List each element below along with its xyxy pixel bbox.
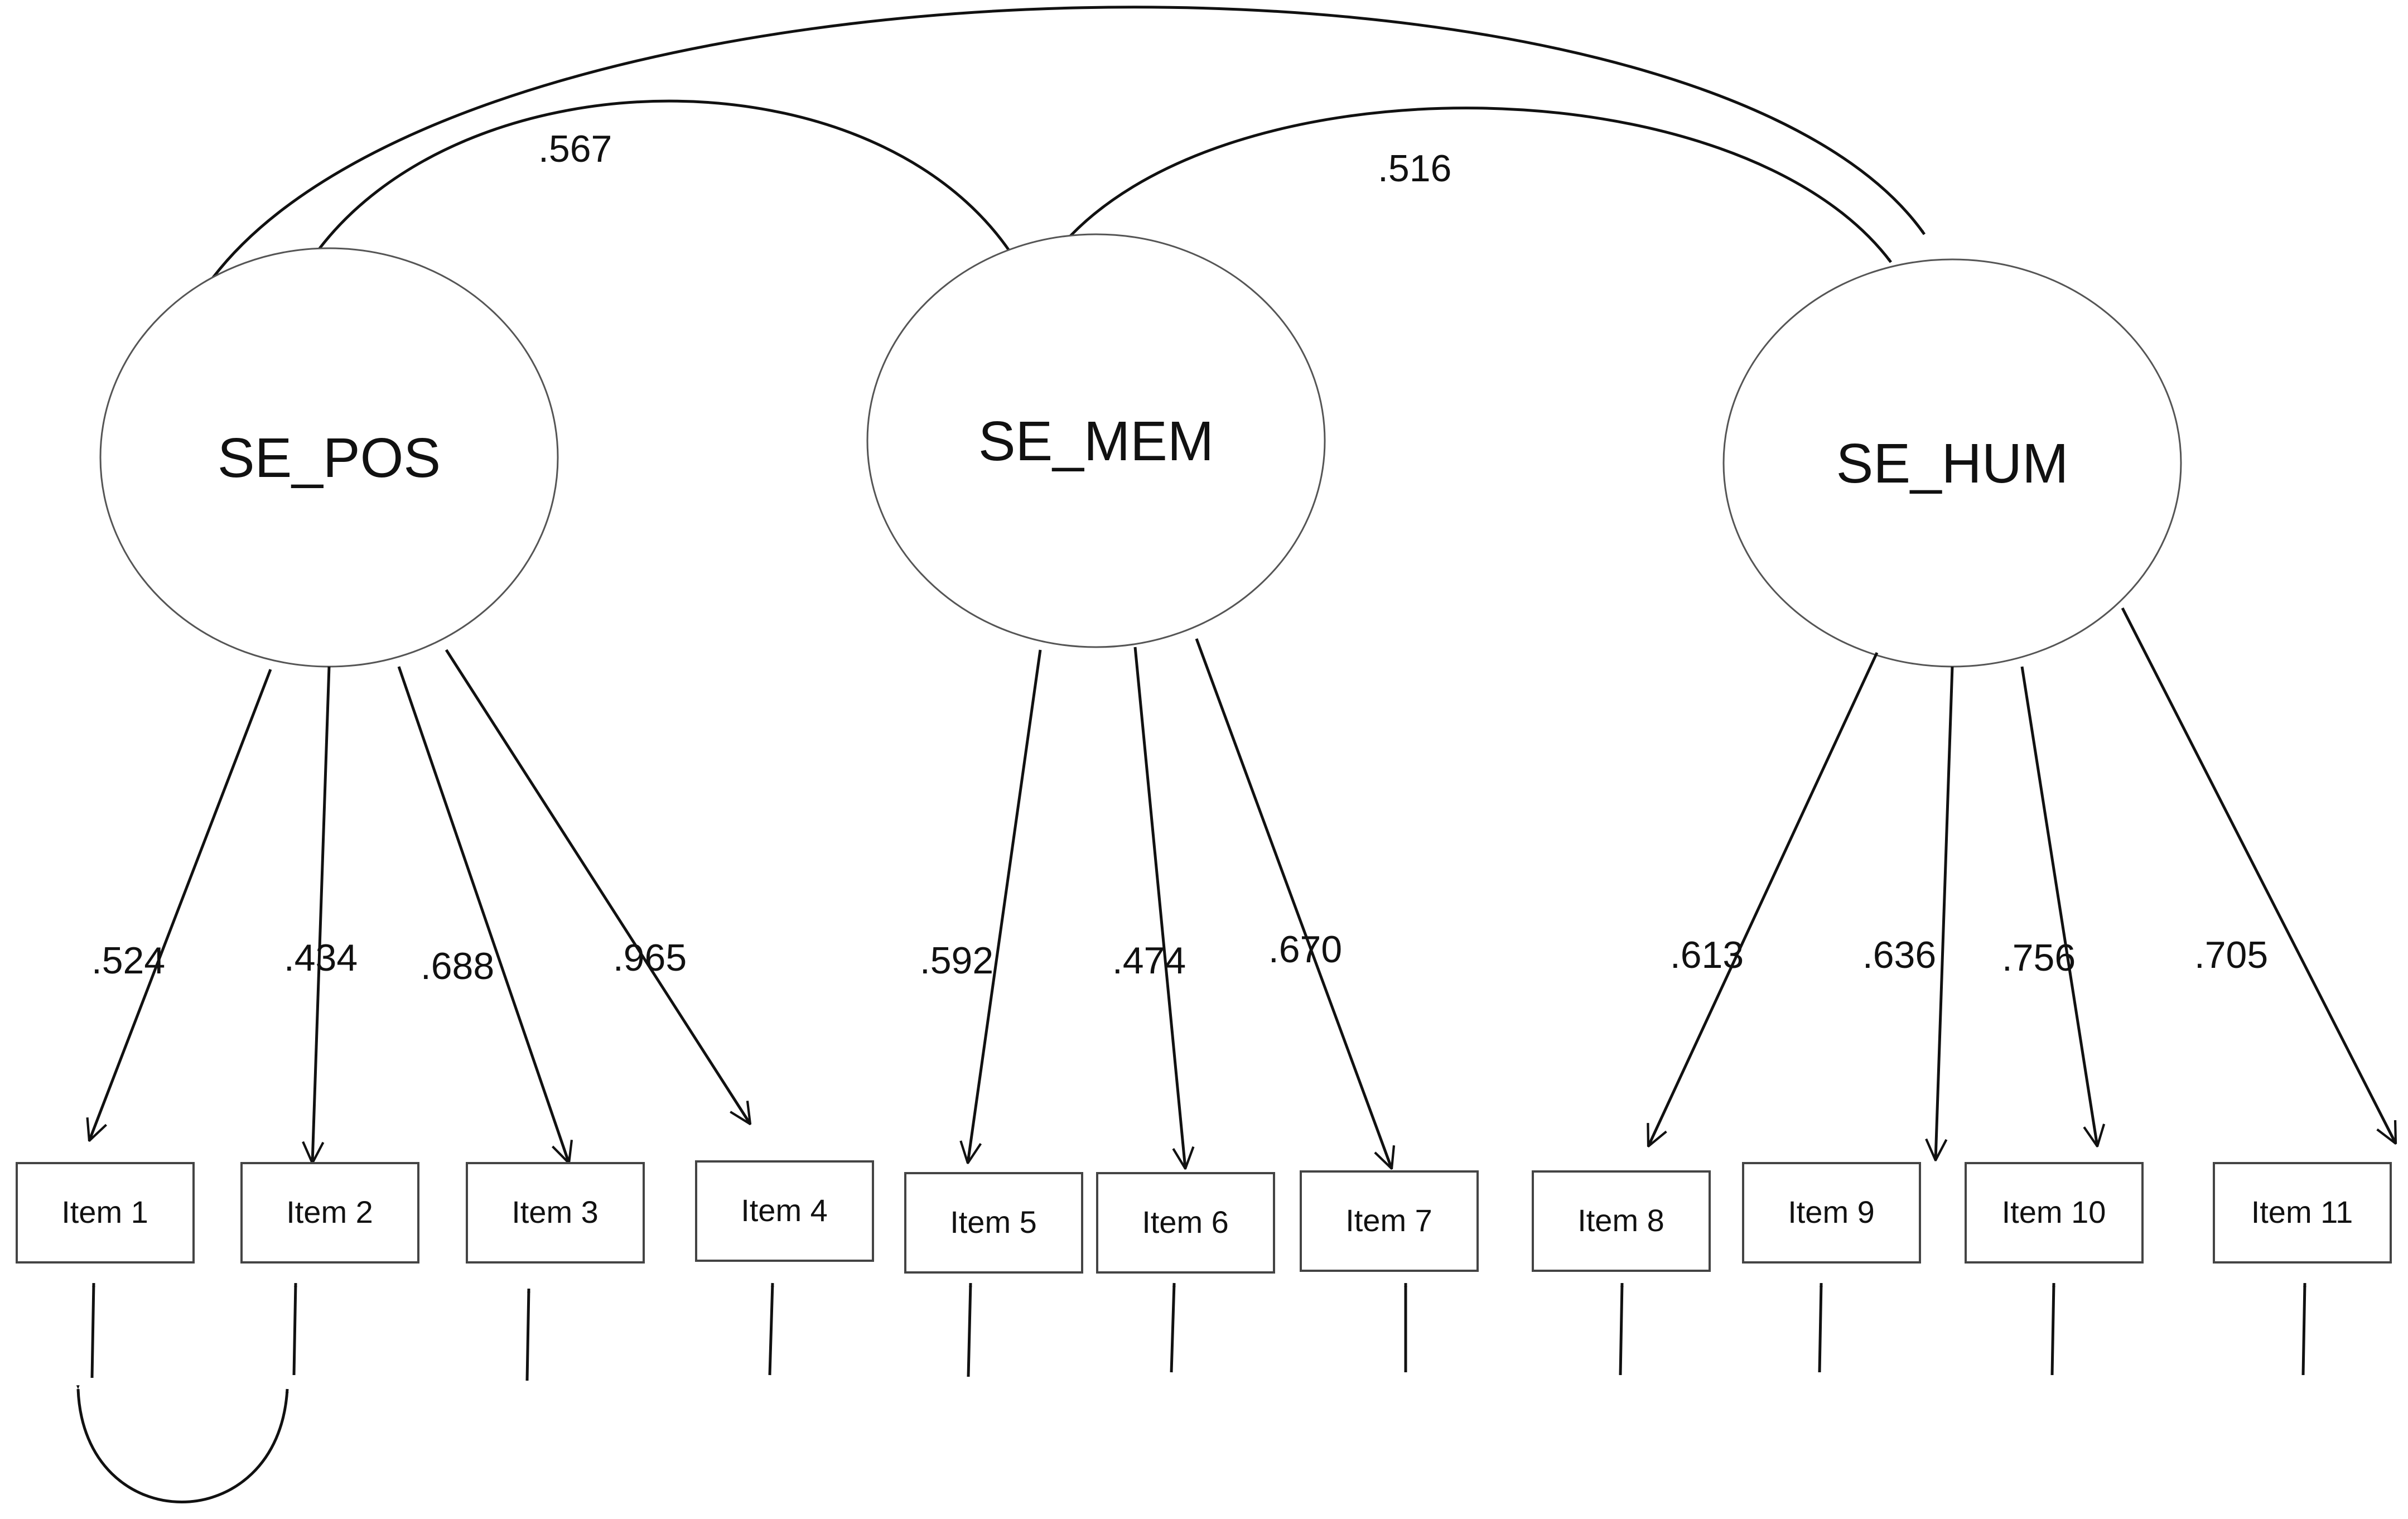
loading-path-item-11 <box>2121 607 2397 1144</box>
item-item-11: Item 11 <box>2213 1162 2392 1264</box>
item-item-6: Item 6 <box>1096 1172 1275 1274</box>
factor-se-pos: SE_POS <box>99 247 559 668</box>
error-arrow-item-10 <box>2050 1282 2055 1376</box>
item-item-9: Item 9 <box>1742 1162 1921 1264</box>
correlation-label-pos-mem: .567 <box>538 128 612 170</box>
loading-label-item-5: .592 <box>920 939 993 982</box>
item-label: Item 9 <box>1788 1194 1875 1229</box>
item-box <box>904 1172 1083 1274</box>
loading-label-item-4: .965 <box>613 937 687 979</box>
loading-label-item-8: .613 <box>1670 934 1744 976</box>
item-item-3: Item 3 <box>466 1162 645 1264</box>
loading-paths <box>89 607 2397 1169</box>
item-item-7: Item 7 <box>1300 1170 1479 1272</box>
item-label: Item 3 <box>511 1194 599 1229</box>
item-label: Item 6 <box>1142 1204 1229 1240</box>
item-label: Item 2 <box>286 1194 373 1229</box>
error-arrows <box>90 1282 2306 1381</box>
error-arrow-item-5 <box>967 1282 972 1377</box>
item-label: Item 11 <box>2251 1194 2353 1229</box>
item-item-2: Item 2 <box>240 1162 419 1264</box>
loading-path-item-9 <box>1936 666 1954 1160</box>
item-box <box>2213 1162 2392 1264</box>
item-item-4: Item 4 <box>695 1160 874 1262</box>
item-box <box>466 1162 645 1264</box>
factor-label: SE_MEM <box>978 410 1214 472</box>
error-arrow-item-9 <box>1818 1282 1823 1373</box>
loading-path-item-7 <box>1195 638 1392 1169</box>
factor-label: SE_HUM <box>1836 432 2069 495</box>
loading-path-item-8 <box>1648 652 1879 1146</box>
loading-path-item-3 <box>397 666 569 1163</box>
error-arrow-item-3 <box>525 1288 530 1381</box>
correlation-arc-pos-mem <box>306 99 1028 280</box>
loading-label-item-1: .524 <box>91 939 165 982</box>
item-box <box>1300 1170 1479 1272</box>
loading-path-item-5 <box>968 649 1042 1163</box>
loading-labels: .524 .434 .688 .965 .592 .474 .670 .613 … <box>91 928 2268 987</box>
correlation-arc-pos-hum <box>208 6 1926 283</box>
factor-correlations <box>208 6 1926 283</box>
loading-path-item-4 <box>445 649 750 1124</box>
item-box <box>1965 1162 2144 1264</box>
item-item-10: Item 10 <box>1965 1162 2144 1264</box>
item-label: Item 8 <box>1577 1203 1664 1238</box>
item-label: Item 10 <box>2002 1194 2106 1229</box>
loading-path-item-1 <box>89 669 272 1141</box>
loading-label-item-7: .670 <box>1268 928 1342 971</box>
factor-label: SE_POS <box>218 427 441 489</box>
error-arrow-item-4 <box>768 1282 774 1376</box>
error-arrow-item-8 <box>1619 1282 1624 1376</box>
item-item-8: Item 8 <box>1532 1170 1711 1272</box>
loading-label-item-9: .636 <box>1862 934 1936 976</box>
item-box <box>1742 1162 1921 1264</box>
item-item-1: Item 1 <box>16 1162 195 1264</box>
correlation-arc-mem-hum <box>1053 107 1892 263</box>
item-box <box>16 1162 195 1264</box>
error-covariance-item-1-item-2 <box>76 1385 289 1503</box>
error-arrow-item-11 <box>2301 1282 2306 1376</box>
item-label: Item 5 <box>950 1204 1037 1240</box>
item-label: Item 4 <box>741 1193 828 1228</box>
item-box <box>1532 1170 1711 1272</box>
item-box <box>1096 1172 1275 1274</box>
error-arrow-item-6 <box>1170 1282 1176 1373</box>
loading-path-item-2 <box>312 666 331 1163</box>
error-arrow-item-2 <box>292 1282 297 1376</box>
item-label: Item 1 <box>61 1194 148 1229</box>
loading-label-item-10: .756 <box>2002 937 2076 979</box>
error-arrow-item-1 <box>90 1282 95 1378</box>
loading-label-item-11: .705 <box>2194 934 2268 976</box>
factor-se-hum: SE_HUM <box>1722 258 2182 668</box>
item-box <box>695 1160 874 1262</box>
loading-path-item-6 <box>1133 647 1185 1169</box>
loading-label-item-3: .688 <box>421 945 494 987</box>
item-box <box>240 1162 419 1264</box>
factor-se-mem: SE_MEM <box>866 233 1326 648</box>
item-item-5: Item 5 <box>904 1172 1083 1274</box>
factor-circle <box>866 233 1326 648</box>
loading-label-item-2: .434 <box>284 937 358 979</box>
item-label: Item 7 <box>1345 1203 1432 1238</box>
loading-label-item-6: .474 <box>1112 939 1186 982</box>
correlation-label-mem-hum: .516 <box>1378 147 1451 190</box>
loading-path-item-10 <box>2020 666 2097 1146</box>
